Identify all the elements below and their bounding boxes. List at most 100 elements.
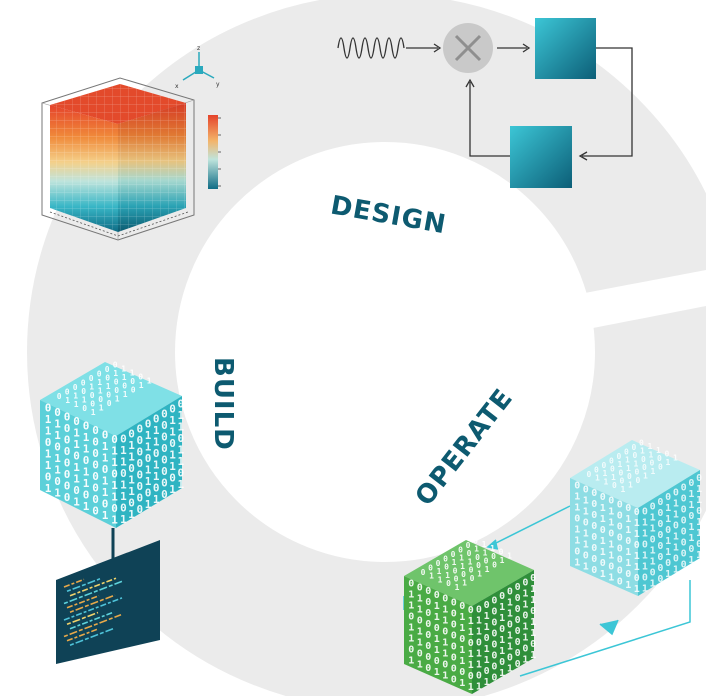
svg-text:1: 1: [574, 492, 580, 503]
svg-text:0: 0: [499, 548, 504, 557]
svg-text:0: 0: [120, 467, 127, 480]
svg-text:1: 1: [442, 605, 448, 616]
svg-text:0: 0: [137, 469, 144, 482]
svg-text:0: 0: [64, 422, 71, 435]
svg-text:0: 0: [600, 525, 606, 536]
svg-text:0: 0: [83, 454, 90, 467]
svg-text:0: 0: [492, 561, 497, 570]
svg-text:0: 0: [650, 459, 655, 468]
svg-text:1: 1: [673, 542, 679, 553]
svg-text:0: 0: [425, 597, 431, 608]
svg-text:1: 1: [600, 569, 606, 580]
axis-y-label: y: [216, 81, 220, 88]
svg-text:1: 1: [417, 637, 423, 648]
svg-text:0: 0: [64, 491, 71, 504]
svg-text:1: 1: [642, 583, 648, 594]
svg-text:1: 1: [459, 612, 465, 623]
svg-text:1: 1: [625, 580, 631, 591]
svg-text:0: 0: [92, 435, 99, 448]
svg-text:0: 0: [522, 578, 528, 589]
svg-text:1: 1: [455, 583, 460, 592]
svg-text:1: 1: [696, 484, 702, 495]
svg-text:1: 1: [45, 447, 52, 460]
svg-text:1: 1: [476, 616, 482, 627]
svg-text:1: 1: [438, 575, 443, 584]
svg-text:0: 0: [515, 648, 521, 659]
svg-text:0: 0: [114, 377, 119, 386]
svg-text:0: 0: [681, 494, 687, 505]
svg-text:1: 1: [145, 441, 152, 454]
svg-text:0: 0: [89, 374, 94, 383]
svg-text:0: 0: [491, 651, 497, 662]
svg-text:1: 1: [608, 540, 614, 551]
svg-text:0: 0: [425, 630, 431, 641]
svg-text:1: 1: [574, 536, 580, 547]
svg-text:0: 0: [484, 557, 489, 566]
svg-text:0: 0: [681, 538, 687, 549]
svg-text:0: 0: [153, 413, 160, 426]
svg-text:1: 1: [45, 482, 52, 495]
signal-wave-icon: [337, 37, 405, 59]
svg-text:1: 1: [82, 395, 87, 404]
svg-text:0: 0: [642, 572, 648, 583]
svg-text:0: 0: [657, 519, 663, 530]
svg-text:1: 1: [111, 514, 118, 527]
svg-text:1: 1: [611, 473, 616, 482]
svg-text:0: 0: [64, 433, 71, 446]
svg-text:1: 1: [673, 531, 679, 542]
svg-text:1: 1: [651, 467, 656, 476]
svg-text:0: 0: [459, 667, 465, 678]
svg-text:0: 0: [468, 605, 474, 616]
svg-text:0: 0: [451, 674, 457, 685]
svg-text:1: 1: [603, 469, 608, 478]
svg-text:0: 0: [73, 383, 78, 392]
feedback-block-icon: [535, 18, 596, 79]
colorbar-icon: [208, 115, 221, 189]
svg-text:0: 0: [145, 418, 152, 431]
svg-text:0: 0: [92, 470, 99, 483]
svg-text:0: 0: [491, 662, 497, 673]
svg-text:0: 0: [102, 428, 109, 441]
svg-text:1: 1: [595, 474, 600, 483]
svg-text:0: 0: [591, 521, 597, 532]
svg-text:0: 0: [587, 470, 592, 479]
svg-text:0: 0: [484, 666, 490, 677]
svg-text:0: 0: [434, 656, 440, 667]
svg-text:1: 1: [115, 394, 120, 403]
svg-text:1: 1: [102, 440, 109, 453]
svg-text:1: 1: [665, 547, 671, 558]
svg-text:0: 0: [673, 487, 679, 498]
svg-text:0: 0: [617, 499, 623, 510]
svg-text:0: 0: [425, 663, 431, 674]
svg-text:1: 1: [130, 368, 135, 377]
svg-text:1: 1: [650, 546, 656, 557]
svg-text:1: 1: [626, 464, 631, 473]
svg-text:1: 1: [120, 456, 127, 469]
svg-text:1: 1: [625, 558, 631, 569]
svg-text:0: 0: [688, 511, 694, 522]
svg-text:1: 1: [500, 556, 505, 565]
svg-text:1: 1: [673, 498, 679, 509]
svg-text:0: 0: [491, 552, 496, 561]
svg-text:0: 0: [665, 450, 670, 459]
svg-text:0: 0: [442, 660, 448, 671]
svg-text:1: 1: [73, 495, 80, 508]
svg-text:1: 1: [484, 622, 490, 633]
svg-text:0: 0: [153, 447, 160, 460]
svg-text:1: 1: [169, 449, 176, 462]
svg-text:1: 1: [634, 562, 640, 573]
multiplier-icon: [443, 23, 493, 73]
svg-text:0: 0: [639, 438, 644, 447]
svg-text:0: 0: [107, 399, 112, 408]
svg-text:1: 1: [102, 486, 109, 499]
svg-text:0: 0: [574, 514, 580, 525]
svg-text:0: 0: [591, 543, 597, 554]
svg-text:1: 1: [621, 485, 626, 494]
svg-text:0: 0: [102, 497, 109, 510]
svg-text:0: 0: [417, 648, 423, 659]
svg-text:0: 0: [64, 410, 71, 423]
svg-text:0: 0: [696, 473, 702, 484]
svg-text:0: 0: [657, 574, 663, 585]
svg-text:0: 0: [617, 532, 623, 543]
svg-text:0: 0: [105, 373, 110, 382]
